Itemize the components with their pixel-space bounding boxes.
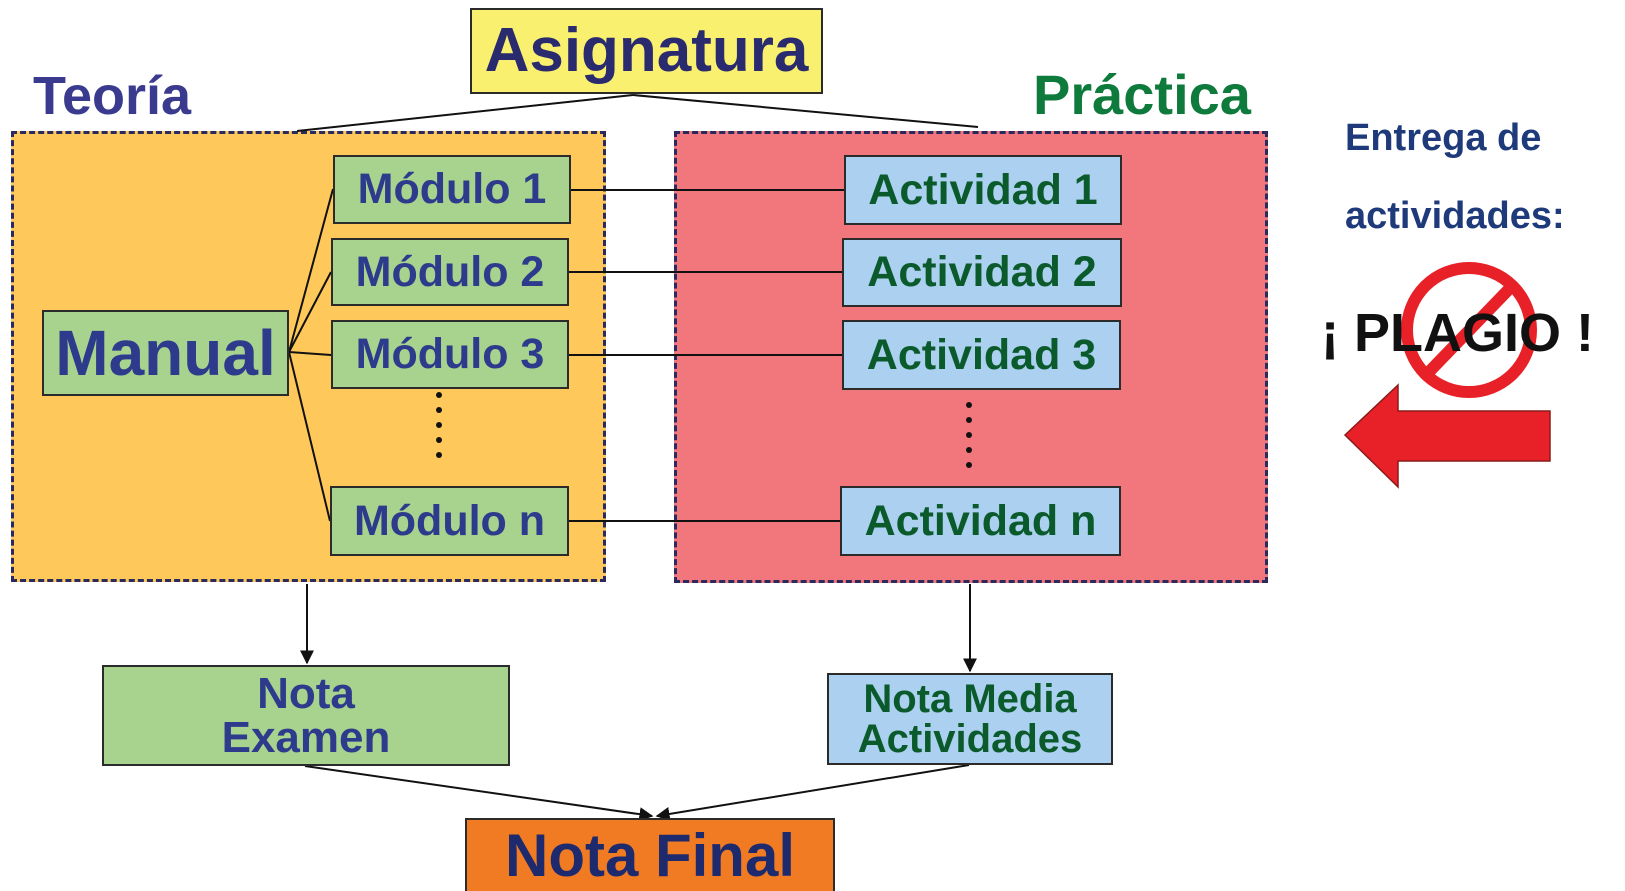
activity-label: Actividad 2 (867, 248, 1097, 296)
activities-grade-box: Nota Media Actividades (827, 673, 1113, 765)
module-3-box: Módulo 3 (331, 320, 569, 389)
teoria-label: Teoría (33, 66, 192, 126)
manual-box: Manual (42, 310, 289, 396)
activity-2-box: Actividad 2 (842, 238, 1122, 307)
side-note-line2: actividades: (1345, 195, 1565, 237)
module-n-box: Módulo n (330, 486, 569, 556)
module-label: Módulo 1 (357, 165, 547, 213)
module-label: Módulo 3 (355, 330, 545, 378)
practica-label: Práctica (1033, 63, 1251, 126)
activities-grade-line2: Actividades (857, 717, 1083, 761)
manual-label: Manual (55, 317, 276, 389)
final-grade-label: Nota Final (504, 821, 795, 889)
subject-title-box: Asignatura (470, 8, 823, 94)
activity-1-box: Actividad 1 (844, 155, 1122, 225)
module-2-box: Módulo 2 (331, 238, 569, 306)
activity-label: Actividad n (864, 496, 1097, 545)
plagiarism-warning: ¡ PLAGIO ! (1321, 303, 1594, 363)
module-1-box: Módulo 1 (333, 155, 571, 224)
module-label: Módulo n (353, 496, 546, 545)
final-grade-box: Nota Final (465, 818, 835, 891)
exam-grade-box: Nota Examen (102, 665, 510, 766)
activity-label: Actividad 1 (868, 165, 1098, 214)
module-label: Módulo 2 (355, 247, 545, 296)
activity-3-box: Actividad 3 (842, 320, 1121, 390)
side-note-line1: Entrega de (1345, 117, 1542, 159)
exam-grade-line1: Nota (257, 668, 355, 718)
activities-grade-line1: Nota Media (863, 677, 1077, 721)
exam-grade-line2: Examen (221, 712, 391, 762)
subject-title: Asignatura (484, 16, 809, 85)
activity-n-box: Actividad n (840, 486, 1121, 556)
activity-label: Actividad 3 (866, 330, 1097, 379)
